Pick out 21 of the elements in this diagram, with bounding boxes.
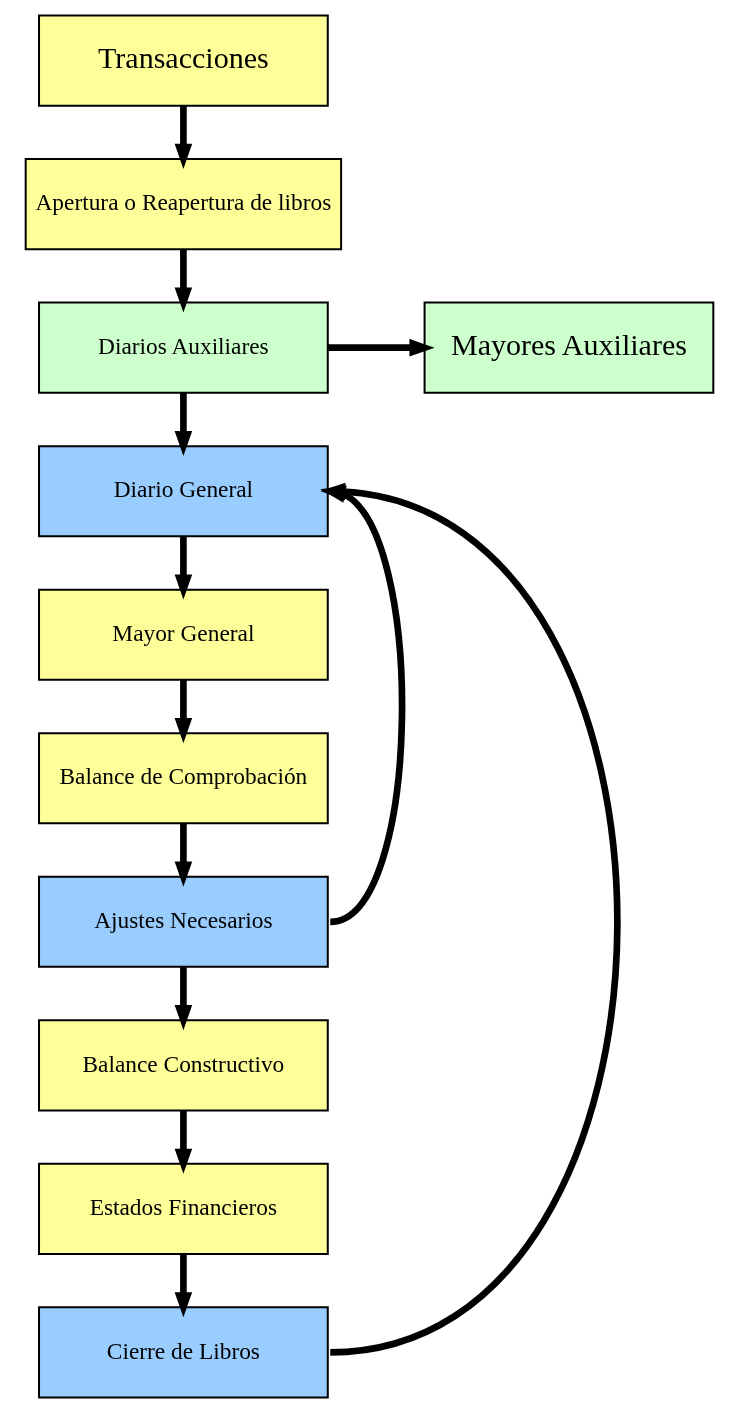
- arrow: [327, 338, 435, 357]
- node-box: Balance Constructivo: [37, 1019, 329, 1112]
- arrow: [174, 680, 192, 744]
- node-box: Ajustes Necesarios: [37, 875, 329, 968]
- arrow: [174, 1254, 192, 1318]
- arrow: [174, 823, 192, 887]
- node-box: Estados Financieros: [37, 1162, 329, 1255]
- node-box: Diarios Auxiliares: [37, 301, 329, 394]
- node-box: Apertura o Reapertura de libros: [24, 158, 342, 251]
- node-box: Transacciones: [37, 14, 329, 107]
- node-box: Diario General: [37, 445, 329, 538]
- node-box: Mayores Auxiliares: [423, 301, 714, 394]
- arrow: [174, 967, 192, 1031]
- node-box: Balance de Comprobación: [37, 732, 329, 825]
- arrow: [174, 105, 192, 169]
- node-box: Cierre de Libros: [37, 1306, 329, 1399]
- arrow: [174, 536, 192, 600]
- node-box: Mayor General: [37, 588, 329, 681]
- arrow: [174, 1110, 192, 1174]
- arrow: [174, 392, 192, 457]
- arrow: [174, 249, 192, 313]
